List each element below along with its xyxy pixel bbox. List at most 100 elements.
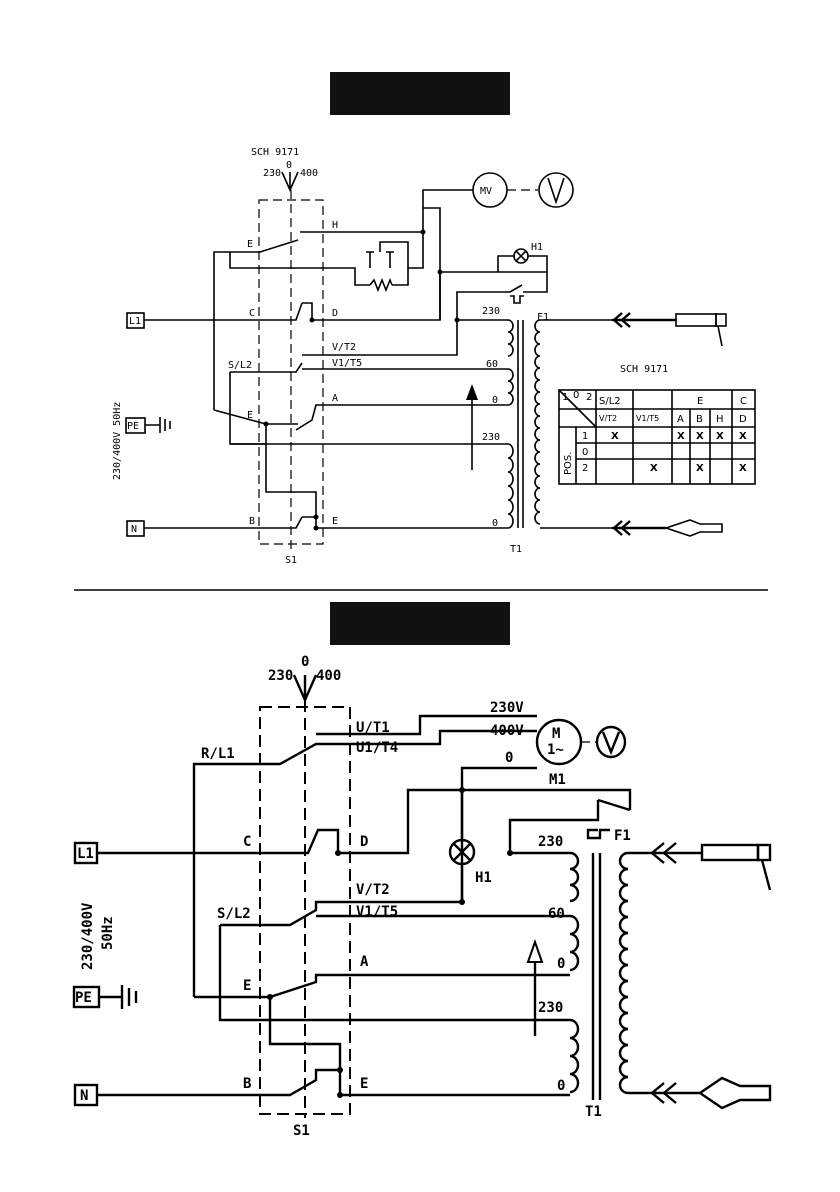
top-table-row-pos: 2: [582, 463, 588, 474]
top-table-corner-2: 2: [586, 392, 592, 403]
top-contact-e1: E: [247, 239, 253, 250]
top-junction: [421, 230, 426, 235]
bottom-contact-e: E: [243, 978, 251, 994]
bottom-primary-winding: [570, 853, 578, 1092]
top-selector-230: 230: [263, 168, 281, 179]
bottom-motor-symbol: M: [552, 726, 560, 742]
top-terminal-n-label: N: [131, 524, 137, 535]
top-contact-c: C: [249, 308, 255, 319]
top-secondary-leads: [540, 320, 612, 528]
bottom-terminal-n-label: N: [80, 1088, 88, 1104]
top-contact-a: A: [332, 393, 338, 404]
bottom-junction: [337, 1092, 343, 1098]
top-thermostat-label: F1: [537, 312, 549, 323]
bottom-contact-ut1: U/T1: [356, 720, 390, 736]
top-contact-b: B: [249, 516, 255, 527]
bottom-electrode-holder-tip-icon: [758, 845, 770, 860]
bottom-junction: [507, 850, 513, 856]
top-ground-connector-icon: [612, 521, 666, 535]
top-table-cell-mark: X: [696, 431, 704, 442]
top-table-row-pos: 0: [582, 447, 588, 458]
bottom-supply-line2: 50Hz: [100, 916, 116, 950]
top-junction: [455, 318, 460, 323]
bottom-tap-60: 60: [548, 906, 565, 922]
bottom-transformer-label: T1: [585, 1104, 602, 1120]
top-contact-e2: E: [247, 410, 253, 421]
top-tap-0b: 0: [492, 518, 498, 529]
top-switch-label: S1: [285, 555, 297, 566]
top-wire-l1: [144, 208, 440, 320]
top-table-title: SCH 9171: [620, 364, 668, 375]
top-table-cell-mark: X: [739, 431, 747, 442]
top-thermostat-icon: [510, 296, 524, 303]
top-capacitor-icon: [366, 242, 408, 268]
bottom-contact-d: D: [360, 834, 368, 850]
top-wire-h: [214, 190, 473, 410]
bottom-lamp-label: H1: [475, 870, 492, 886]
top-tap-60: 60: [486, 359, 498, 370]
top-contact-v1t5: V1/T5: [332, 358, 362, 369]
bottom-contact-v1t5: V1/T5: [356, 904, 398, 920]
top-supply-label: 230/400V 50Hz: [112, 402, 123, 480]
top-ground-icon: [145, 417, 170, 433]
top-table-col: V/T2: [599, 414, 617, 423]
bottom-selector-400: 400: [316, 668, 341, 684]
top-tap-230a: 230: [482, 306, 500, 317]
top-selector-400: 400: [300, 168, 318, 179]
top-contact-d: D: [332, 308, 338, 319]
top-electrode-icon: [718, 326, 722, 346]
bottom-electrode-holder-icon: [702, 845, 758, 860]
top-table-col: B: [696, 414, 703, 425]
bottom-thermostat-label: F1: [614, 828, 631, 844]
bottom-selector-arrow-icon: [294, 675, 316, 700]
bottom-junction: [335, 850, 341, 856]
bottom-arrow-icon: [528, 942, 542, 962]
top-table-cell-mark: X: [611, 431, 619, 442]
top-electrode-holder-icon: [676, 314, 716, 326]
bottom-fan-blade-icon: [603, 732, 619, 752]
bottom-wire-vt2: [220, 768, 570, 1020]
top-contact-vt2: V/T2: [332, 342, 356, 353]
bottom-diagram: 0 230 400 S1 L1 PE N 230/400V 50Hz H1 F1…: [74, 654, 770, 1139]
bottom-contact-a: A: [360, 954, 369, 970]
bottom-tap-0a: 0: [557, 956, 565, 972]
bottom-header-banner: [330, 602, 510, 645]
top-table-group-c: C: [740, 396, 747, 407]
top-table-cell-mark: X: [696, 463, 704, 474]
bottom-motor-400v: 400V: [490, 723, 524, 739]
top-transformer-label: T1: [510, 544, 522, 555]
top-table-corner-0: 0: [573, 390, 579, 401]
bottom-contact-rl1: R/L1: [201, 746, 235, 762]
top-table-corner-1: 1: [562, 392, 568, 403]
bottom-secondary-leads: [628, 853, 702, 1093]
bottom-junction: [459, 899, 465, 905]
top-table-row-pos: 1: [582, 431, 588, 442]
bottom-secondary-winding: [620, 853, 628, 1093]
bottom-contact-u1t4: U1/T4: [356, 740, 398, 756]
top-table-cell-mark: X: [650, 463, 658, 474]
top-junction: [314, 515, 319, 520]
top-wire-vt2: [230, 320, 508, 372]
top-table-cell-mark: X: [716, 431, 724, 442]
bottom-wire-n: [97, 1070, 570, 1095]
bottom-ground-clamp-icon: [700, 1078, 770, 1108]
top-junction: [314, 526, 319, 531]
top-terminal-pe-label: PE: [127, 421, 139, 432]
top-arrow-icon: [466, 384, 478, 400]
top-tap-0a: 0: [492, 395, 498, 406]
top-scheme-code: SCH 9171: [251, 147, 299, 158]
bottom-motor-zero: 0: [505, 750, 513, 766]
top-table-cell-mark: X: [677, 431, 685, 442]
top-motor-label: MV: [480, 186, 492, 197]
top-wire-n: [144, 517, 508, 528]
top-junction: [264, 422, 269, 427]
bottom-thermostat-icon: [588, 830, 610, 838]
bottom-tap-230a: 230: [538, 834, 563, 850]
top-ground-clamp-icon: [666, 520, 722, 536]
bottom-motor-phase: 1~: [547, 742, 564, 758]
top-primary-winding: [508, 320, 513, 528]
top-table-pos-label: POS.: [563, 452, 574, 475]
bottom-electrode-icon: [762, 860, 770, 890]
top-junction: [310, 318, 315, 323]
